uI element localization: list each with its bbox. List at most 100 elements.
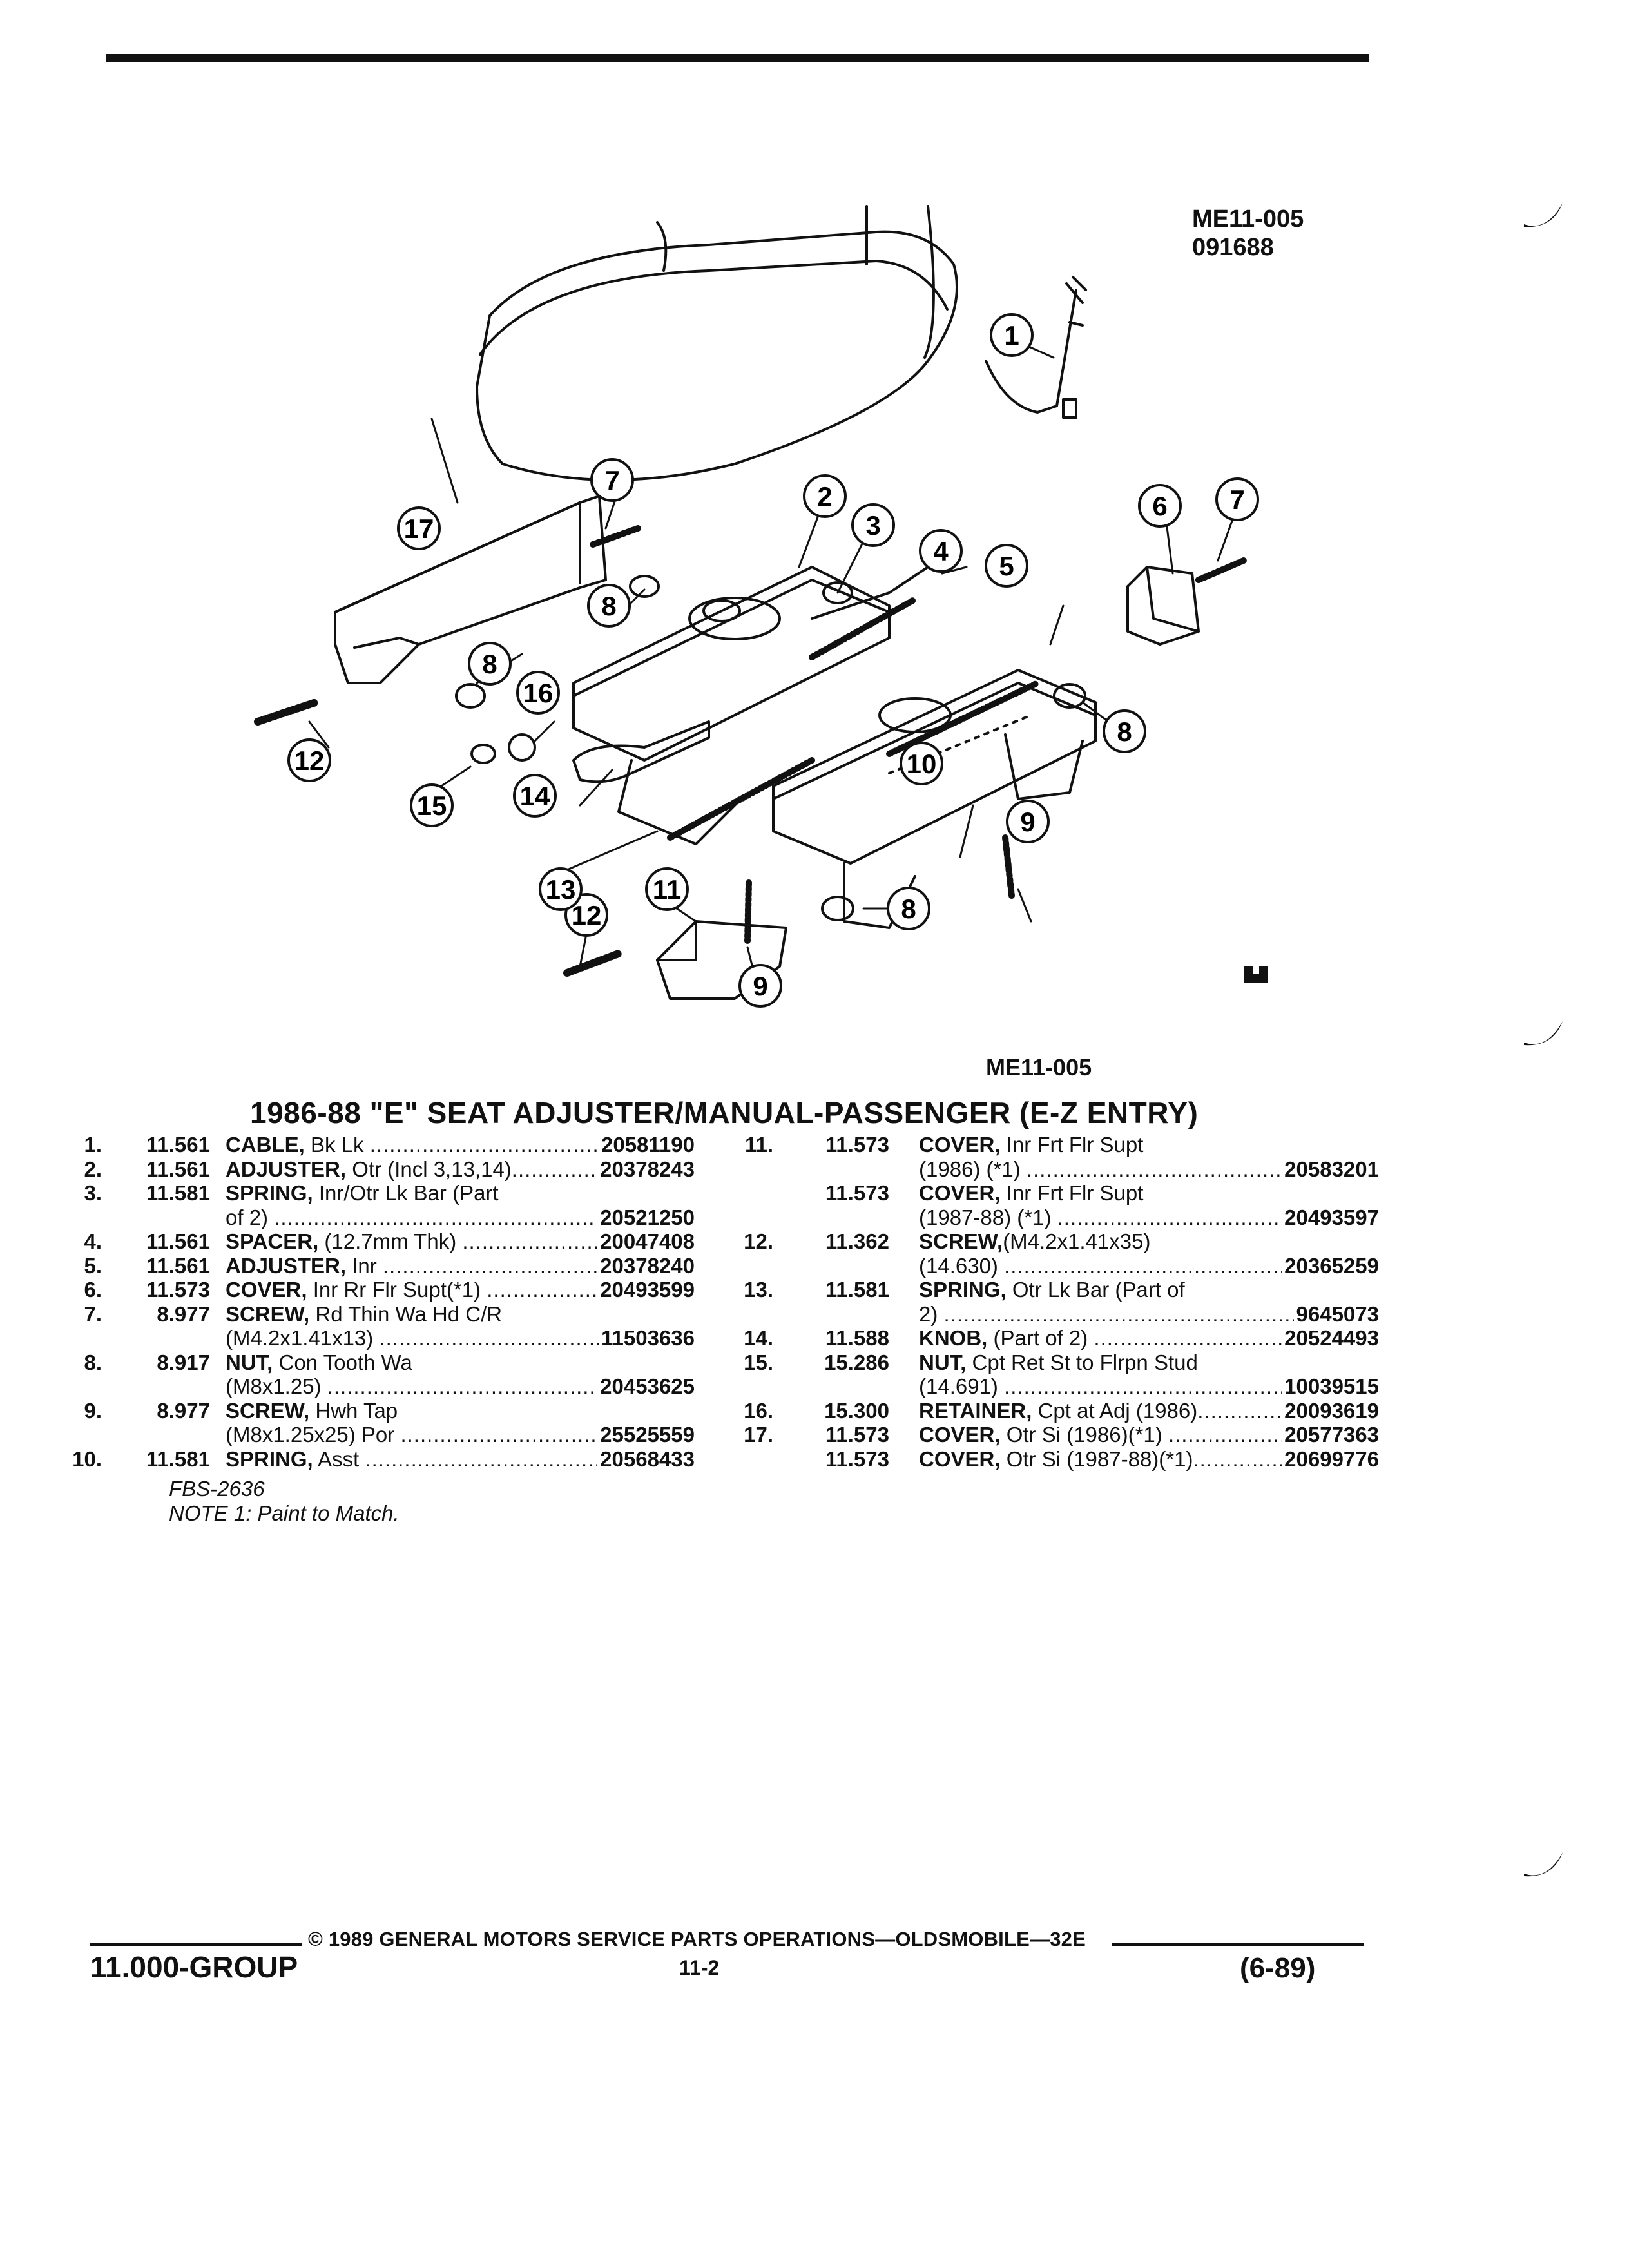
callout-8a: 8 [587,584,631,628]
part-detail: (1987-88) (*1) [919,1205,1057,1229]
group-number: 8.977 [157,1302,210,1326]
part-detail: Inr Rr Flr Supt(*1) [307,1278,487,1302]
svg-text:7: 7 [604,465,619,495]
callout-11: 11 [645,867,689,911]
group-number: 8.917 [157,1350,210,1374]
item-number: 9. [84,1398,102,1423]
item-number: 5. [84,1253,102,1278]
svg-text:14: 14 [520,781,550,811]
callout-15: 15 [410,783,454,827]
item-number: 16. [744,1398,773,1423]
svg-text:1: 1 [1004,320,1019,351]
part-detail: Asst [313,1446,365,1471]
part-detail: (12.7mm Thk) [318,1229,463,1253]
part-number: 9645073 [1293,1302,1379,1326]
part-detail: Con Tooth Wa [273,1350,412,1374]
part-number: 20524493 [1282,1326,1379,1350]
part-number: 20365259 [1282,1253,1379,1278]
part-detail: Hwh Tap [309,1398,398,1423]
group-number: 11.362 [825,1229,889,1253]
callout-13: 13 [539,867,583,911]
part-row: (14.691) ...............................… [735,1374,1379,1399]
part-number: 20699776 [1282,1446,1379,1471]
part-number: 20093619 [1282,1398,1379,1423]
item-number: 17. [744,1423,773,1446]
illustration-code-block: ME11-005 091688 [1192,205,1304,262]
part-detail: Inr Frt Flr Supt [1000,1133,1144,1157]
item-number: 8. [84,1350,102,1374]
part-row: (1986) (*1) ............................… [735,1157,1379,1181]
binding-mark-icon [1524,203,1563,227]
part-description: SCREW,(M4.2x1.41x35) [919,1229,1379,1254]
svg-text:10: 10 [907,749,937,779]
group-number: 11.581 [146,1181,210,1205]
svg-text:3: 3 [865,510,880,541]
item-number: 15. [744,1350,773,1374]
part-name: COVER, [919,1423,1001,1446]
part-detail: (M4.2x1.41x13) [226,1326,380,1350]
illustration-number: 091688 [1192,234,1274,261]
part-row: of 2) ..................................… [57,1205,695,1229]
part-detail: 2) [919,1302,944,1326]
outer-side-cover-drawing [334,495,607,684]
part-name: SCREW, [226,1398,310,1423]
svg-text:12: 12 [572,900,602,930]
part-detail: Rd Thin Wa Hd C/R [309,1302,503,1326]
callout-14: 14 [513,774,557,818]
part-number: 20453625 [597,1374,695,1399]
part-number: 20493597 [1282,1205,1379,1229]
part-name: ADJUSTER, [226,1157,347,1181]
part-detail: (1986) (*1) [919,1157,1027,1181]
part-detail: Inr [346,1253,383,1278]
page-number: 11-2 [679,1956,720,1979]
leader-dots: ........................................… [943,1302,1337,1326]
part-description: 2) .....................................… [919,1302,1379,1327]
note-fbs: FBS-2636 [169,1477,265,1501]
part-name: SPRING, [226,1181,313,1205]
illustration-code: ME11-005 [1192,206,1304,233]
svg-text:2: 2 [817,481,832,512]
callout-group: 1 2 3 4 5 6 7 7 8 8 8 8 8 9 9 10 11 12 1… [287,313,1259,1008]
outer-adjuster-drawing [572,553,949,845]
cable-drawing [985,276,1087,419]
binding-mark-icon [1524,1852,1563,1877]
part-description: NUT, Con Tooth Wa [226,1350,695,1375]
part-name: COVER, [919,1181,1001,1205]
callout-8b: 8 [468,642,512,686]
item-number: 13. [744,1278,773,1302]
callout-5: 5 [985,544,1028,588]
svg-text:8: 8 [601,591,616,621]
part-number: 11503636 [598,1326,695,1350]
part-name: SCREW, [226,1302,310,1326]
part-detail: Otr Lk Bar (Part of [1006,1278,1185,1302]
part-number: 10039515 [1282,1374,1379,1399]
item-number: 14. [744,1326,773,1350]
callout-4: 4 [919,529,963,573]
group-number: 11.561 [146,1133,210,1157]
svg-text:9: 9 [753,971,767,1001]
svg-text:9: 9 [1020,807,1035,837]
part-row: (M8x1.25) ..............................… [57,1374,695,1399]
part-row: (M8x1.25x25) Por .......................… [57,1423,695,1447]
part-description: SPRING, Inr/Otr Lk Bar (Part [226,1181,695,1206]
callout-7a: 7 [590,458,634,502]
item-number: 3. [84,1181,102,1205]
callout-9a: 9 [1006,800,1050,843]
part-name: SPRING, [226,1446,313,1471]
svg-text:15: 15 [417,791,447,821]
section-title: 1986-88 "E" SEAT ADJUSTER/MANUAL-PASSENG… [250,1096,1199,1129]
item-number: 4. [84,1229,102,1253]
part-name: COVER, [919,1133,1001,1157]
footer-rule-left [90,1943,302,1946]
part-detail: of 2) [226,1205,275,1229]
seat-cushion-drawing [476,205,958,481]
